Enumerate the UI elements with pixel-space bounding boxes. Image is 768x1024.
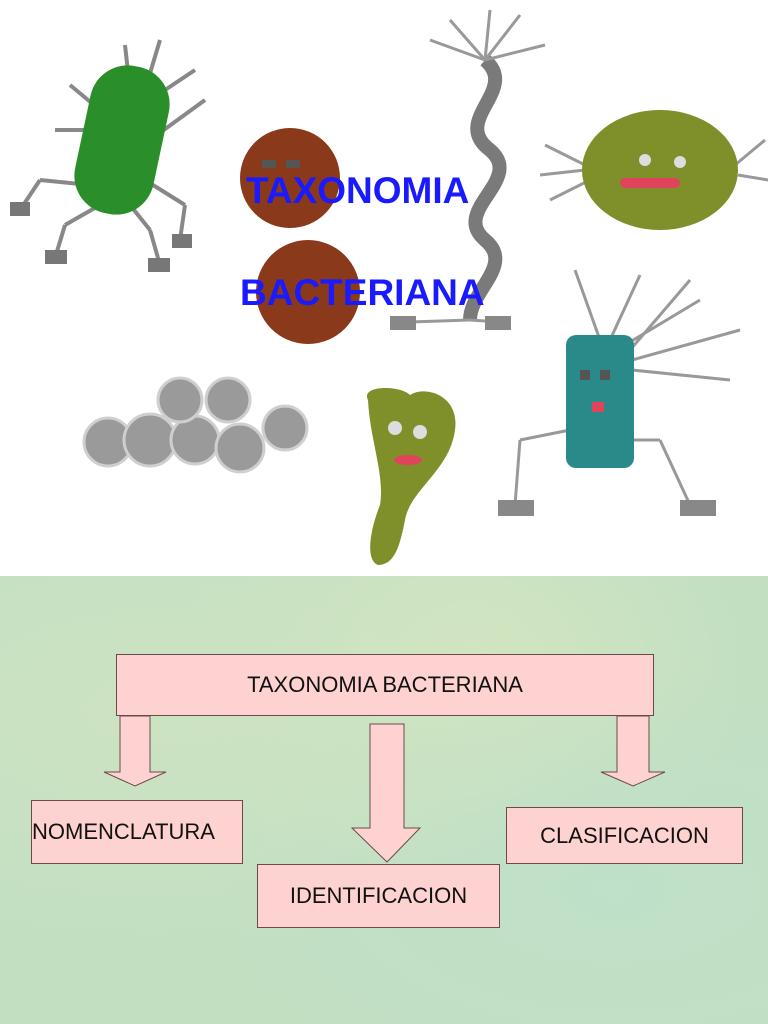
olive-club-bacterium	[366, 388, 456, 565]
slide-title-line1: TAXONOMIA	[246, 170, 470, 211]
green-rod-body	[74, 65, 170, 215]
root-box-taxonomia-bacteriana: TAXONOMIA BACTERIANA	[116, 654, 654, 716]
arrow-to-identificacion	[350, 723, 422, 863]
diagram-arrows	[103, 715, 666, 863]
diagram-slide: TAXONOMIA BACTERIANA NOMENCLATURA IDENTI…	[0, 576, 768, 1024]
brown-coccus-bottom	[256, 240, 360, 344]
teal-rod-bacterium	[498, 269, 741, 516]
child-box-nomenclatura: NOMENCLATURA	[31, 800, 243, 864]
child-box-clasificacion: CLASIFICACION	[506, 807, 743, 864]
olive-oval-bacterium	[539, 110, 768, 230]
arrow-to-clasificacion	[600, 715, 666, 787]
child-box-identificacion: IDENTIFICACION	[257, 864, 500, 928]
bacteria-illustration	[10, 9, 768, 565]
grey-coccus-cluster	[82, 376, 309, 474]
slide-title-line2: BACTERIANA	[240, 272, 485, 313]
title-slide: TAXONOMIA BACTERIANA	[10, 9, 768, 565]
spiral-bacterium	[390, 9, 546, 330]
arrow-to-nomenclatura	[103, 715, 167, 787]
brown-coccus-top	[240, 128, 340, 228]
